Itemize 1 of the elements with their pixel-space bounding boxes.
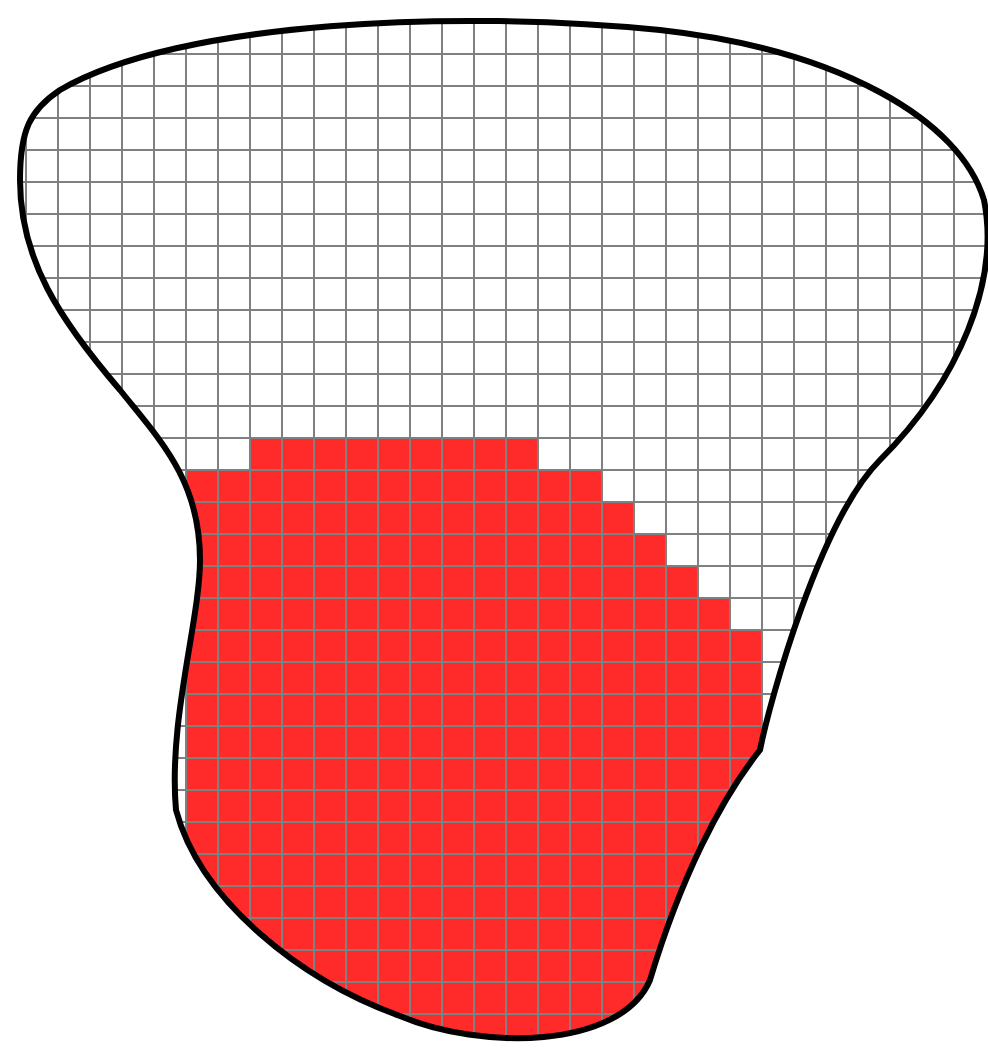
grid-blob-drawing <box>17 18 988 1042</box>
